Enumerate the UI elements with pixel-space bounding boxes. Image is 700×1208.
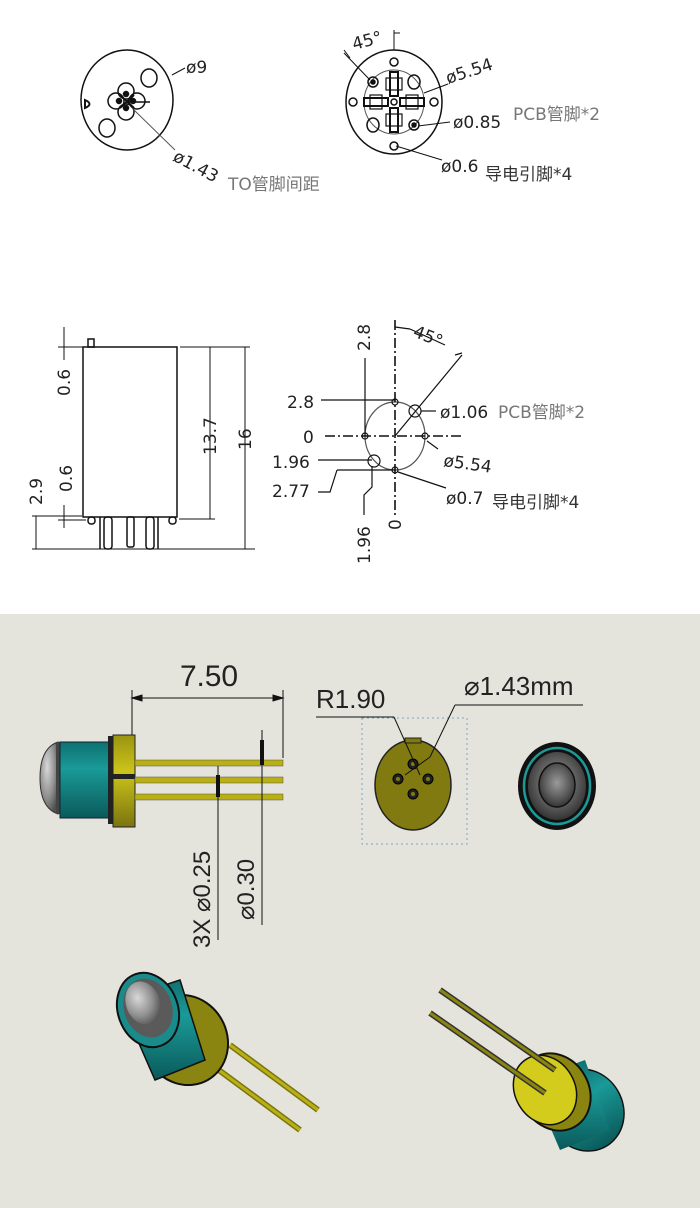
- pcb-pin-diameter-top: ø0.85: [453, 113, 501, 133]
- front-cap-view: [518, 742, 596, 830]
- body-height-label: 13.7: [201, 417, 221, 455]
- footprint-lead-pin-diameter: ø0.7: [446, 489, 483, 509]
- footprint-y-0: 0: [303, 428, 314, 448]
- base-pin-circle-label: ⌀1.43mm: [464, 671, 574, 701]
- footprint-view: [318, 320, 463, 515]
- pcb-pad-view: [343, 30, 451, 161]
- lead-pin-diameter-top: ø0.6: [441, 157, 478, 177]
- base-view: [316, 704, 583, 845]
- bottom-offset-label: 0.6: [57, 465, 77, 492]
- angle-label-top: 45°: [350, 28, 384, 55]
- pin-length-label: 2.9: [27, 478, 47, 505]
- footprint-pcb-pin-note: PCB管脚*2: [498, 403, 585, 423]
- lead-length-label: 7.50: [180, 660, 238, 693]
- iso-view-front: [115, 971, 320, 1133]
- pin-spacing-label: ø1.43: [170, 147, 222, 187]
- lead-diameter-label: 3X ⌀0.25: [189, 851, 216, 948]
- iso-view-back: [428, 987, 625, 1152]
- outer-diameter-label: ø9: [186, 58, 207, 78]
- side-view-body: [32, 327, 255, 550]
- footprint-circle-diameter: ø5.54: [442, 451, 493, 478]
- pin-spacing-note: TO管脚间距: [227, 175, 320, 195]
- pcb-pin-note-top: PCB管脚*2: [513, 105, 600, 125]
- footprint-y-1-96: 1.96: [272, 453, 310, 473]
- lead-diameter-label-2: ⌀0.30: [233, 859, 260, 920]
- circle-diameter-label-top: ø5.54: [443, 55, 495, 89]
- footprint-angle-label: 45°: [410, 322, 445, 352]
- footprint-lead-pin-note: 导电引脚*4: [492, 493, 579, 513]
- footprint-x-0: 0: [386, 519, 406, 530]
- footprint-pcb-pin-diameter: ø1.06: [440, 403, 488, 423]
- total-height-label: 16: [236, 428, 256, 450]
- base-radius-label: R1.90: [316, 684, 385, 714]
- footprint-y-2-77: 2.77: [272, 482, 310, 502]
- lead-pin-note-top: 导电引脚*4: [485, 165, 572, 185]
- side-render: [39, 690, 285, 940]
- top-offset-label: 0.6: [55, 369, 75, 396]
- footprint-x-1-96: 1.96: [355, 526, 375, 564]
- footprint-vertical-2-8: 2.8: [355, 324, 375, 351]
- footprint-y-2-8: 2.8: [287, 393, 314, 413]
- to-can-bottom-view: [80, 49, 186, 151]
